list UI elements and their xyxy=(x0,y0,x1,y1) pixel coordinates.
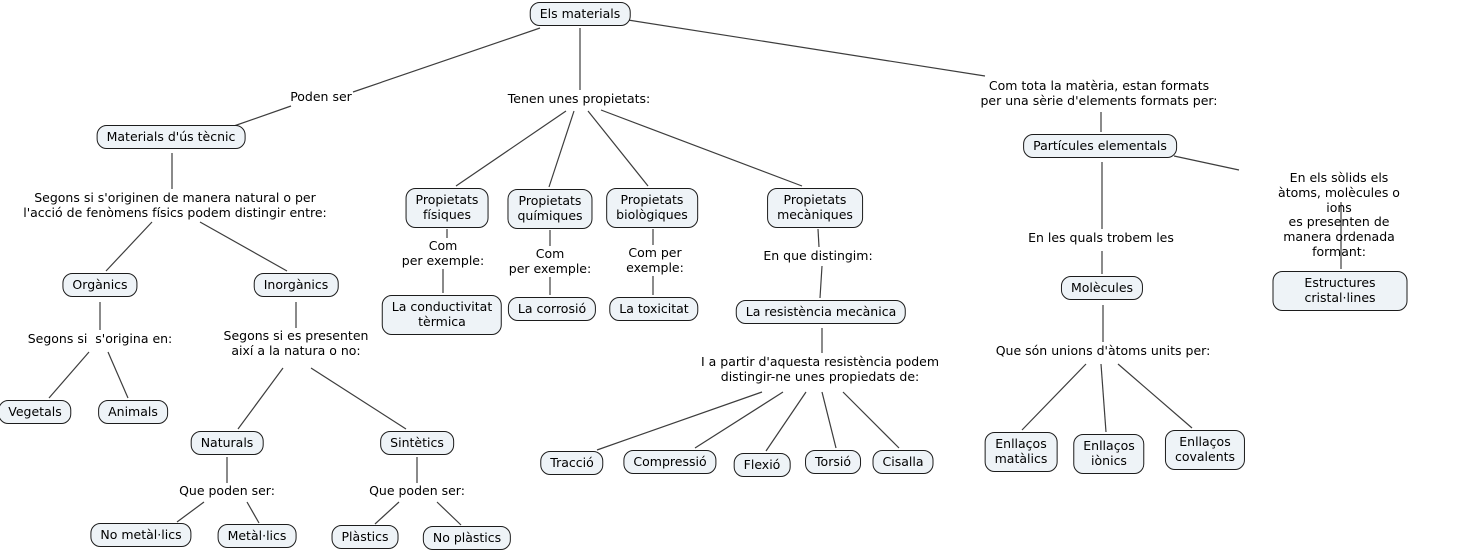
connector-line xyxy=(819,265,823,299)
connector-line xyxy=(817,228,820,248)
label-en-les-quals: En les quals trobem les xyxy=(1028,230,1174,245)
connector-line xyxy=(352,27,541,93)
node-animals[interactable]: Animals xyxy=(98,400,168,425)
connector-line xyxy=(176,501,205,523)
node-no-metallics[interactable]: No metàl·lics xyxy=(90,523,192,548)
connector-line xyxy=(1100,363,1107,433)
connector-line xyxy=(48,351,90,399)
node-flexio[interactable]: Flexió xyxy=(733,453,791,478)
connector-line xyxy=(694,391,784,449)
node-toxicitat[interactable]: La toxicitat xyxy=(609,297,699,322)
node-enllacos-ionics[interactable]: Enllaços iònics xyxy=(1073,434,1145,474)
connector-line xyxy=(199,221,288,272)
connector-line xyxy=(246,501,260,524)
label-en-els-solids: En els sòlids els àtoms, molècules o ion… xyxy=(1278,170,1400,259)
node-vegetals[interactable]: Vegetals xyxy=(0,400,72,425)
connector-line xyxy=(1173,155,1240,171)
connector-line xyxy=(821,391,837,449)
label-com-per-exemple-biologiques: Com per exemple: xyxy=(626,245,684,275)
connector-line xyxy=(455,110,567,187)
node-cisalla[interactable]: Cisalla xyxy=(872,450,934,475)
node-plastics[interactable]: Plàstics xyxy=(331,525,399,550)
node-sintetics[interactable]: Sintètics xyxy=(380,431,454,456)
node-propietats-fisiques[interactable]: Propietats físiques xyxy=(405,188,489,228)
node-traccio[interactable]: Tracció xyxy=(540,451,604,476)
node-estructures-cristallines[interactable]: Estructures cristal·lines xyxy=(1272,271,1408,311)
label-com-per-exemple-quimiques: Com per exemple: xyxy=(508,246,592,276)
label-que-poden-ser-sintetics: Que poden ser: xyxy=(369,483,465,498)
node-molecules[interactable]: Molècules xyxy=(1060,276,1144,301)
label-segons-presenten: Segons si es presenten així a la natura … xyxy=(223,328,369,358)
node-metallics[interactable]: Metàl·lics xyxy=(217,524,297,549)
connector-line xyxy=(1021,363,1087,431)
node-propietats-biologiques[interactable]: Propietats biològiques xyxy=(606,188,698,228)
connector-line xyxy=(627,19,986,77)
connector-line xyxy=(436,501,462,526)
node-corrosio[interactable]: La corrosió xyxy=(507,297,597,322)
node-organics[interactable]: Orgànics xyxy=(62,273,138,298)
label-i-a-partir: I a partir d'aquesta resistència podem d… xyxy=(700,354,940,384)
node-particules-elementals[interactable]: Partícules elementals xyxy=(1023,134,1177,159)
node-conductivitat-termica[interactable]: La conductivitat tèrmica xyxy=(381,295,503,335)
connector-line xyxy=(105,221,153,272)
label-que-poden-ser-naturals: Que poden ser: xyxy=(179,483,275,498)
connector-line xyxy=(765,391,807,452)
node-resistencia-mecanica[interactable]: La resistència mecànica xyxy=(735,300,907,325)
label-que-son-unions: Que són unions d'àtoms units per: xyxy=(995,343,1211,358)
label-com-tota-la-materia: Com tota la matèria, estan formats per u… xyxy=(980,78,1218,108)
node-torsio[interactable]: Torsió xyxy=(805,450,861,475)
node-compressio[interactable]: Compressió xyxy=(623,450,717,475)
node-enllacos-matalics[interactable]: Enllaços matàlics xyxy=(984,432,1058,472)
connector-line xyxy=(842,391,900,449)
node-inorganics[interactable]: Inorgànics xyxy=(253,273,339,298)
connector-line xyxy=(600,109,803,187)
connector-line xyxy=(374,501,400,525)
connector-line xyxy=(587,110,649,187)
connector-line xyxy=(310,367,407,430)
node-propietats-quimiques[interactable]: Propietats químiques xyxy=(507,189,593,229)
label-segons-originen: Segons si s'originen de manera natural o… xyxy=(23,190,327,220)
node-materials-us-tecnic[interactable]: Materials d'ús tècnic xyxy=(96,125,246,150)
label-poden-ser: Poden ser xyxy=(290,89,352,104)
label-segons-origina: Segons si s'origina en: xyxy=(27,331,173,346)
node-no-plastics[interactable]: No plàstics xyxy=(422,526,512,551)
connector-line xyxy=(107,351,129,399)
node-naturals[interactable]: Naturals xyxy=(190,431,264,456)
connector-line xyxy=(230,105,292,128)
connector-line xyxy=(548,110,575,188)
label-com-per-exemple-fisiques: Com per exemple: xyxy=(401,238,485,268)
label-tenen-propietats: Tenen unes propietats: xyxy=(507,91,651,106)
label-en-que-distingim: En que distingim: xyxy=(763,248,873,263)
node-enllacos-covalents[interactable]: Enllaços covalents xyxy=(1164,430,1246,470)
connector-line xyxy=(1117,363,1193,429)
connector-line xyxy=(596,391,763,451)
connector-line xyxy=(237,367,284,430)
node-els-materials[interactable]: Els materials xyxy=(529,2,631,27)
node-propietats-mecaniques[interactable]: Propietats mecàniques xyxy=(767,188,863,228)
